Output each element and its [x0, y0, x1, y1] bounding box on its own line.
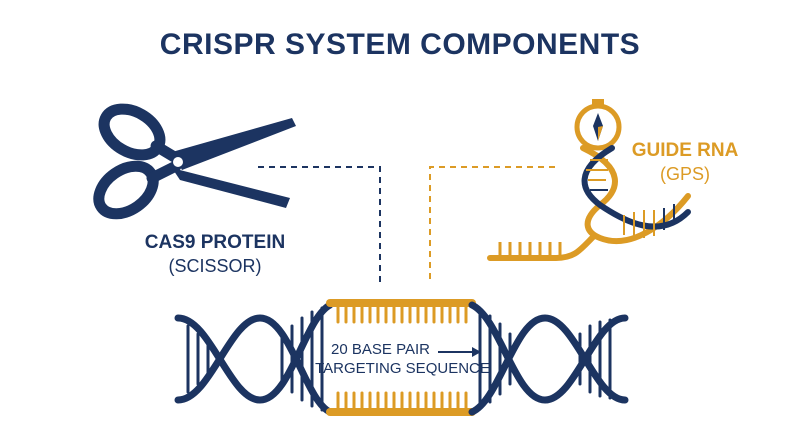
guide-rna-label: GUIDE RNA (GPS) — [610, 140, 760, 185]
compass-icon — [574, 99, 622, 151]
rna-helix-icon — [487, 145, 691, 261]
cas9-connector-line — [258, 166, 381, 282]
arrow-right-icon — [438, 347, 481, 357]
cas9-metaphor: (SCISSOR) — [168, 256, 262, 276]
scissors-icon — [93, 103, 296, 220]
targeting-sequence-line2: TARGETING SEQUENCE — [315, 360, 490, 377]
cas9-name: CAS9 PROTEIN — [144, 232, 286, 253]
guide-rna-name: GUIDE RNA — [631, 140, 739, 161]
dna-double-helix-icon — [174, 299, 629, 416]
guide-rna-metaphor: (GPS) — [659, 164, 710, 184]
targeting-sequence-line1: 20 BASE PAIR — [331, 341, 430, 358]
guide-connector-line — [429, 166, 555, 282]
cas9-label: CAS9 PROTEIN (SCISSOR) — [120, 232, 310, 277]
page-title: CRISPR SYSTEM COMPONENTS — [159, 28, 641, 61]
targeting-sequence-label: 20 BASE PAIR TARGETING SEQUENCE — [290, 340, 515, 378]
